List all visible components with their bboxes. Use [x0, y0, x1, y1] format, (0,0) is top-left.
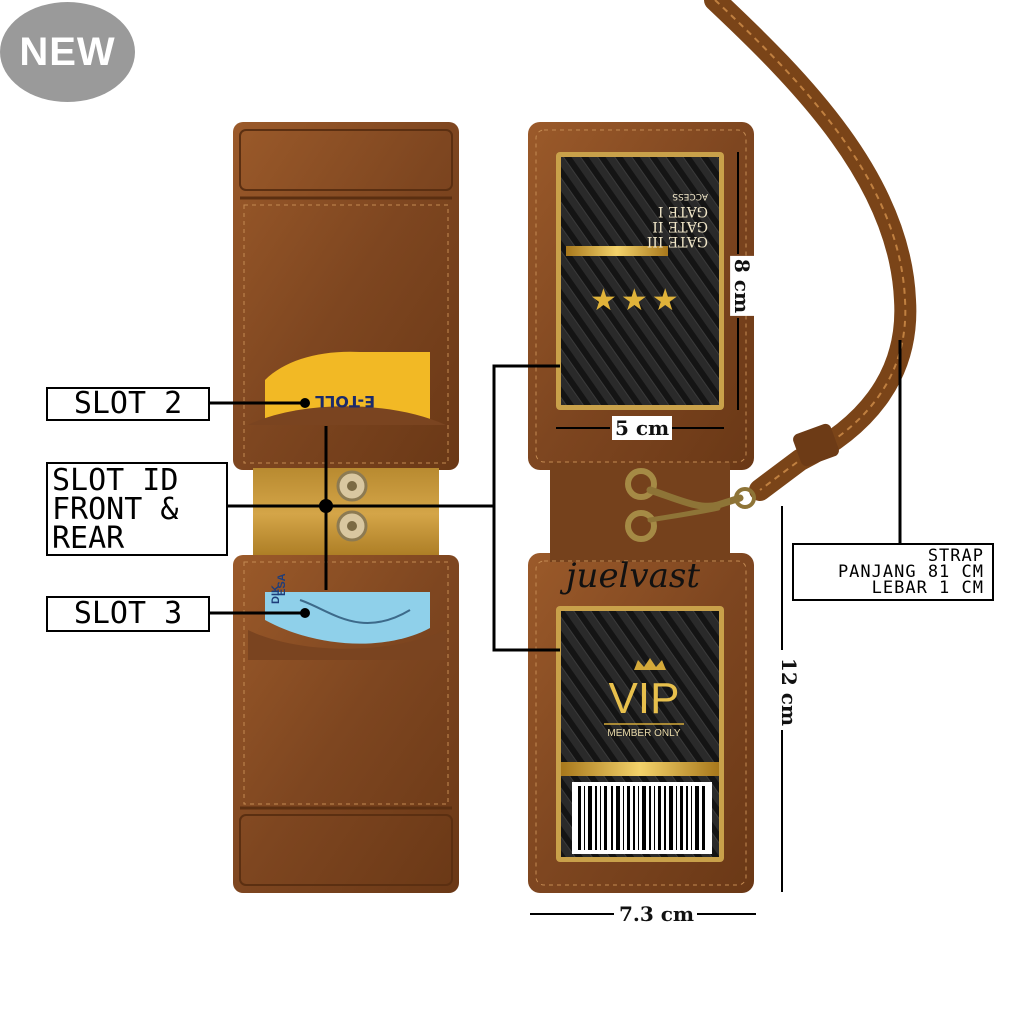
access-title: ACCESS — [672, 191, 708, 201]
new-badge: NEW — [0, 2, 135, 102]
vip-subtitle: MEMBER ONLY — [607, 728, 681, 739]
access-gate-3: GATE III — [646, 233, 708, 249]
strap-length: PANJANG 81 CM — [837, 562, 984, 582]
slot-id-line-2: FRONT & — [52, 491, 179, 527]
holder-width-dimension: 7.3 cm — [616, 902, 698, 926]
slot3-label: SLOT 3 — [46, 596, 210, 632]
right-holder — [528, 122, 756, 893]
access-gate-1: GATE I — [657, 203, 708, 219]
card-width-dimension: 5 cm — [612, 416, 673, 440]
etoll-card-text: E-TOLL — [314, 392, 376, 411]
holder-height-dimension: 12 cm — [777, 654, 802, 730]
brand-signature: juelvast — [566, 556, 701, 596]
dimension-lines — [530, 152, 783, 915]
slot2-label: SLOT 2 — [46, 387, 210, 421]
access-stars: ★★★ — [590, 283, 683, 318]
id-card-text: ESA — [276, 573, 288, 596]
access-card-text: GATE III GATE II GATE I ACCESS — [628, 188, 708, 249]
card-height-dimension: 8 cm — [730, 255, 755, 317]
slot-id-line-1: SLOT ID — [52, 462, 179, 498]
vip-title: VIP — [608, 674, 680, 723]
strap-width: LEBAR 1 CM — [871, 578, 984, 598]
strap-title: STRAP — [927, 546, 984, 566]
left-holder — [233, 122, 459, 893]
slot-id-label: SLOT ID FRONT & REAR — [46, 462, 228, 556]
access-gate-2: GATE II — [652, 218, 708, 234]
slot-id-line-3: REAR — [52, 520, 125, 556]
callout-lines — [208, 340, 902, 652]
strap-info-box: STRAP PANJANG 81 CM LEBAR 1 CM — [792, 543, 994, 601]
lanyard-strap — [704, 0, 917, 501]
